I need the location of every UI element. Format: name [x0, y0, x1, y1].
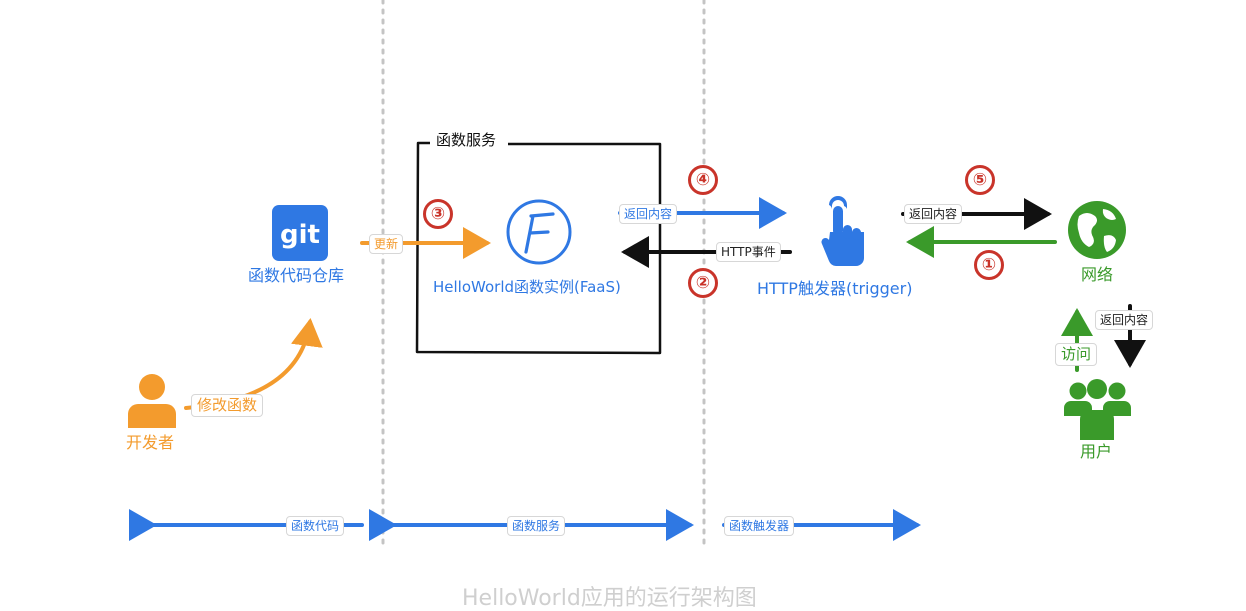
- faas-instance-label: HelloWorld函数实例(FaaS): [433, 278, 621, 296]
- git-repo-label: 函数代码仓库: [248, 266, 345, 285]
- globe-icon: [1068, 201, 1126, 259]
- svg-text:git: git: [280, 220, 320, 250]
- section-label-code: 函数代码: [286, 516, 345, 536]
- git-logo-icon: git: [272, 205, 328, 261]
- edge-label-modify-function: 修改函数: [191, 394, 264, 417]
- tap-hand-icon: [821, 196, 864, 266]
- edge-label-http-event: HTTP事件: [716, 242, 781, 262]
- function-service-frame-title: 函数服务: [432, 133, 501, 148]
- step-badge-5: ⑤: [965, 165, 995, 195]
- step-badge-2: ②: [688, 268, 718, 298]
- step-badge-4: ④: [688, 165, 718, 195]
- edge-label-return-content-down: 返回内容: [1095, 310, 1154, 330]
- user-label: 用户: [1080, 442, 1113, 461]
- architecture-diagram: git: [126, 0, 1154, 610]
- edge-label-return-content-top: 返回内容: [619, 204, 678, 224]
- person-icon: [128, 374, 176, 428]
- edge-label-return-content-right: 返回内容: [904, 204, 963, 224]
- edge-label-update: 更新: [369, 234, 404, 254]
- edge-label-visit: 访问: [1055, 343, 1098, 366]
- section-label-service: 函数服务: [507, 516, 566, 536]
- section-label-trigger: 函数触发器: [724, 516, 795, 536]
- http-trigger-label: HTTP触发器(trigger): [757, 279, 913, 298]
- faas-logo-icon: [506, 199, 572, 265]
- group-icon: [1064, 379, 1131, 440]
- diagram-caption: HelloWorld应用的运行架构图: [462, 586, 757, 611]
- diagram-canvas: git: [128, 0, 1146, 547]
- developer-label: 开发者: [126, 433, 175, 452]
- step-badge-3: ③: [423, 199, 453, 229]
- network-label: 网络: [1081, 265, 1114, 284]
- function-service-frame: [415, 141, 662, 355]
- step-badge-1: ①: [974, 250, 1004, 280]
